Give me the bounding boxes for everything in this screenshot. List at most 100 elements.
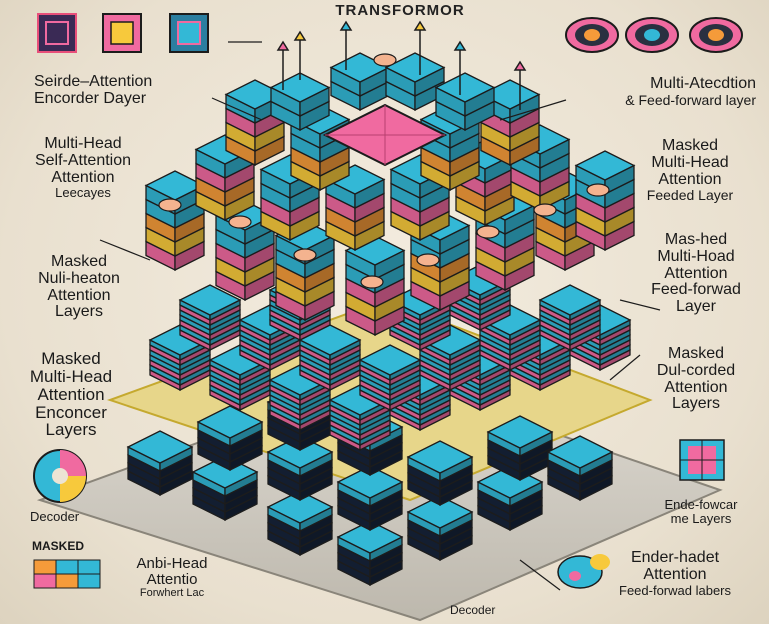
label-line: Encorder Dayer — [34, 89, 147, 107]
label-right-3: Mas-hed Multi-Hoad Attention Feed-forwad… — [626, 231, 766, 316]
attention-block — [329, 52, 391, 112]
label-line: Attention — [37, 384, 105, 404]
attention-block — [144, 170, 206, 272]
decoder-block — [266, 490, 334, 557]
label-left-bottom: Anbi-Head Attentio Forwhert Lac — [112, 556, 232, 599]
label-line: Decoder — [450, 603, 496, 617]
diagram-title: TRANSFORMOR — [335, 2, 465, 19]
label-line: Mas-hed — [664, 231, 728, 248]
label-left-4: Masked Multi-Head Attention Enconcer Lay… — [6, 350, 136, 439]
attention-block — [269, 72, 331, 132]
label-bottom-decoder: Decoder — [450, 604, 495, 617]
decoder-block — [546, 435, 614, 502]
label-line: Masked — [661, 137, 719, 154]
decoder-block — [126, 430, 194, 497]
decoder-block — [406, 440, 474, 507]
chip-icon — [37, 13, 209, 53]
decoder-block — [336, 465, 404, 532]
leader-lines — [99, 41, 661, 591]
token-cap — [416, 253, 440, 267]
matrix-icon — [679, 439, 725, 481]
encoder-layer-stack — [358, 344, 422, 412]
label-line: Layers — [671, 395, 721, 413]
label-right-1: Multi-Atecdtion & Feed-forward layer — [556, 75, 756, 108]
label-right-2: Masked Multi-Head Attention Feeded Layer — [620, 137, 760, 204]
label-line: Layers — [45, 420, 97, 440]
decoder-block — [486, 415, 554, 482]
label-line: Masked — [50, 253, 108, 270]
token-cap — [533, 203, 557, 217]
label-line: Attention — [51, 168, 115, 186]
label-line: Nuli-heaton — [38, 269, 120, 287]
label-left-masked: MASKED — [32, 540, 84, 553]
grid-icon — [33, 559, 101, 589]
label-line: Self-Attention — [34, 151, 132, 169]
token-cap — [228, 215, 252, 229]
token-cap — [158, 198, 182, 212]
token-cap — [476, 225, 500, 239]
label-left-2: Multi-Head Self-Attention Attention Leec… — [8, 135, 158, 201]
label-line: Decoder — [30, 509, 80, 524]
decoder-block — [196, 405, 264, 472]
label-right-6: Ender-hadet Attention Feed-forwad labers — [590, 549, 760, 598]
encoder-layer-stack — [538, 284, 602, 352]
label-line: Seirde–Attention — [34, 73, 153, 90]
label-left-1: Seirde–Attention Encorder Dayer — [34, 73, 153, 108]
label-line: Layer — [675, 298, 717, 316]
label-right-5: Ende-fowcar me Layers — [646, 498, 756, 525]
decoder-block — [406, 495, 474, 562]
label-line: Attention — [47, 286, 111, 304]
label-line: Layers — [54, 303, 104, 321]
label-line: Enconcer — [35, 402, 107, 422]
label-line: Attention — [658, 170, 722, 188]
label-line: Ender-hadet — [630, 549, 720, 566]
label-line: Forwhert Lac — [139, 586, 205, 599]
pie-icon — [33, 449, 87, 503]
label-line: Feed-forwad labers — [619, 582, 731, 598]
token-cap — [373, 53, 397, 67]
label-line: Multi-Head — [44, 135, 122, 152]
attention-block — [479, 79, 541, 167]
encoder-layer-stack — [208, 344, 272, 412]
encoder-layer-stack — [418, 324, 482, 392]
label-line: me Layers — [670, 510, 732, 526]
decoder-block — [191, 455, 259, 522]
label-line: Leecayes — [55, 185, 111, 201]
attention-block — [344, 235, 406, 337]
target-icon — [565, 17, 743, 53]
label-line: Attentio — [146, 570, 198, 588]
label-line: Dul-corded — [656, 361, 736, 379]
encoder-layer-stack — [178, 284, 242, 352]
label-line: Anbi-Head — [136, 555, 208, 572]
label-line: Multi-Head — [651, 153, 729, 171]
label-left-3: Masked Nuli-heaton Attention Layers — [14, 253, 144, 321]
label-left-decoder: Decoder — [30, 510, 79, 524]
token-cap — [293, 248, 317, 262]
label-line: Multi-Atecdtion — [650, 75, 756, 92]
blob-icon — [557, 554, 610, 589]
label-line: Feeded Layer — [646, 187, 734, 204]
attention-arrows — [276, 20, 527, 110]
label-line: Attention — [643, 565, 707, 583]
label-line: Multi-Hoad — [657, 247, 735, 265]
label-line: MASKED — [32, 539, 85, 553]
attention-block — [434, 72, 496, 132]
token-cap — [360, 275, 384, 289]
label-line: Feed-forwad — [651, 281, 741, 299]
label-line: Ende-fowcar — [664, 497, 738, 512]
encoder-layer-stack — [298, 324, 362, 392]
label-line: Multi-Head — [29, 366, 113, 386]
label-line: Attention — [664, 378, 728, 396]
label-line: Attention — [664, 264, 728, 282]
label-line: Masked — [667, 345, 725, 362]
token-cap — [586, 183, 610, 197]
decoder-block — [336, 520, 404, 587]
encoder-layer-stack — [478, 304, 542, 372]
label-right-4: Masked Dul-corded Attention Layers — [626, 345, 766, 413]
label-line: & Feed-forward layer — [625, 91, 756, 108]
decoder-block — [266, 435, 334, 502]
decoder-block — [476, 465, 544, 532]
label-line: Masked — [41, 349, 101, 368]
